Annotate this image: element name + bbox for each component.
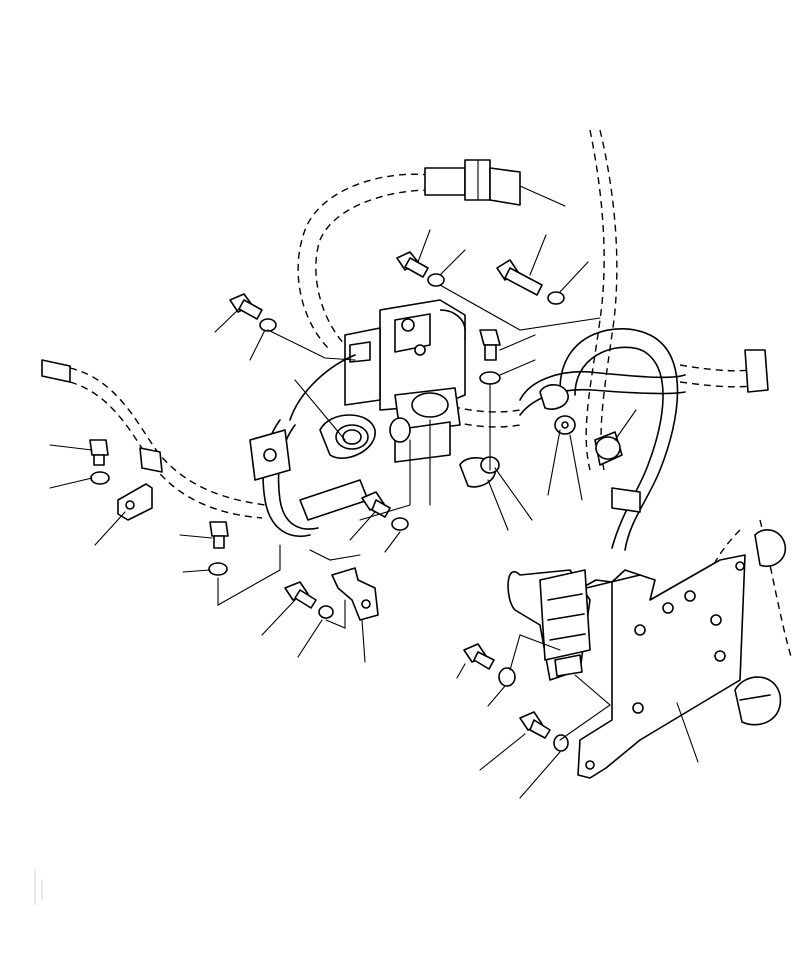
leader-line [217, 544, 281, 606]
leader-line [359, 439, 411, 521]
left-hose-cap [41, 359, 71, 383]
bolt-top-center [396, 251, 445, 287]
leader-line [349, 511, 376, 541]
valve-assembly [319, 299, 466, 463]
clamp-middle [459, 384, 623, 488]
harness-right-top [679, 364, 753, 372]
leader-line [417, 229, 431, 263]
leader-line [494, 467, 533, 521]
leader-line [94, 511, 126, 546]
harness-upper-loop [297, 173, 431, 351]
leader-line [384, 531, 401, 553]
leader-line [182, 569, 211, 573]
leader-line [261, 599, 296, 636]
harness-right-vertical-2 [599, 129, 618, 471]
harness-to-bracket [689, 529, 741, 641]
leader-line [361, 619, 366, 663]
harness-right-top-2 [679, 381, 753, 388]
leader-line [519, 751, 561, 799]
connector-top [424, 159, 521, 206]
leader-line [487, 685, 506, 707]
bracket-lower [331, 567, 379, 621]
leader-line [456, 663, 466, 679]
leader-line [569, 434, 583, 501]
clamp-left [139, 447, 163, 473]
leader-line [297, 619, 323, 658]
scan-marks [34, 869, 43, 906]
leader-line [614, 409, 637, 441]
leader-line [529, 234, 547, 276]
leader-line [559, 261, 589, 293]
leader-line [487, 479, 509, 531]
mounting-plate [577, 554, 746, 779]
leader-line [676, 702, 699, 763]
leader-line [214, 307, 241, 333]
bolt-center [479, 329, 501, 385]
bolt-top-long [496, 259, 565, 305]
bolt-left [89, 439, 110, 485]
leader-line [519, 185, 566, 207]
leader-line [249, 329, 266, 361]
leader-line [559, 674, 611, 741]
hose-loop-right [519, 328, 686, 551]
leader-line [499, 334, 536, 351]
bolt-upper-left [229, 293, 277, 332]
leader-line [294, 379, 346, 441]
bracket-left [117, 483, 153, 521]
harness-upper-loop-inner [315, 189, 431, 346]
leader-line [179, 534, 213, 539]
harness-right-vertical [585, 129, 605, 471]
bolt-lower [284, 581, 334, 619]
leader-lines [49, 185, 699, 799]
leader-line [325, 599, 346, 629]
leader-line [439, 249, 466, 276]
left-frame [249, 354, 369, 537]
bolt-mid-left [208, 521, 229, 576]
leader-line [547, 429, 561, 496]
bolt-bottom [519, 711, 569, 752]
leader-line [479, 733, 526, 771]
bolt-mid [361, 491, 409, 531]
right-edge-parts [734, 349, 787, 726]
leader-line [49, 444, 93, 451]
leader-line [509, 634, 561, 671]
leader-line [49, 477, 93, 489]
leader-line [267, 329, 356, 361]
leader-line [439, 284, 601, 331]
leader-line [499, 359, 536, 376]
controller-box [507, 569, 591, 681]
bolt-lower-right [463, 643, 516, 687]
leader-line [309, 549, 361, 561]
